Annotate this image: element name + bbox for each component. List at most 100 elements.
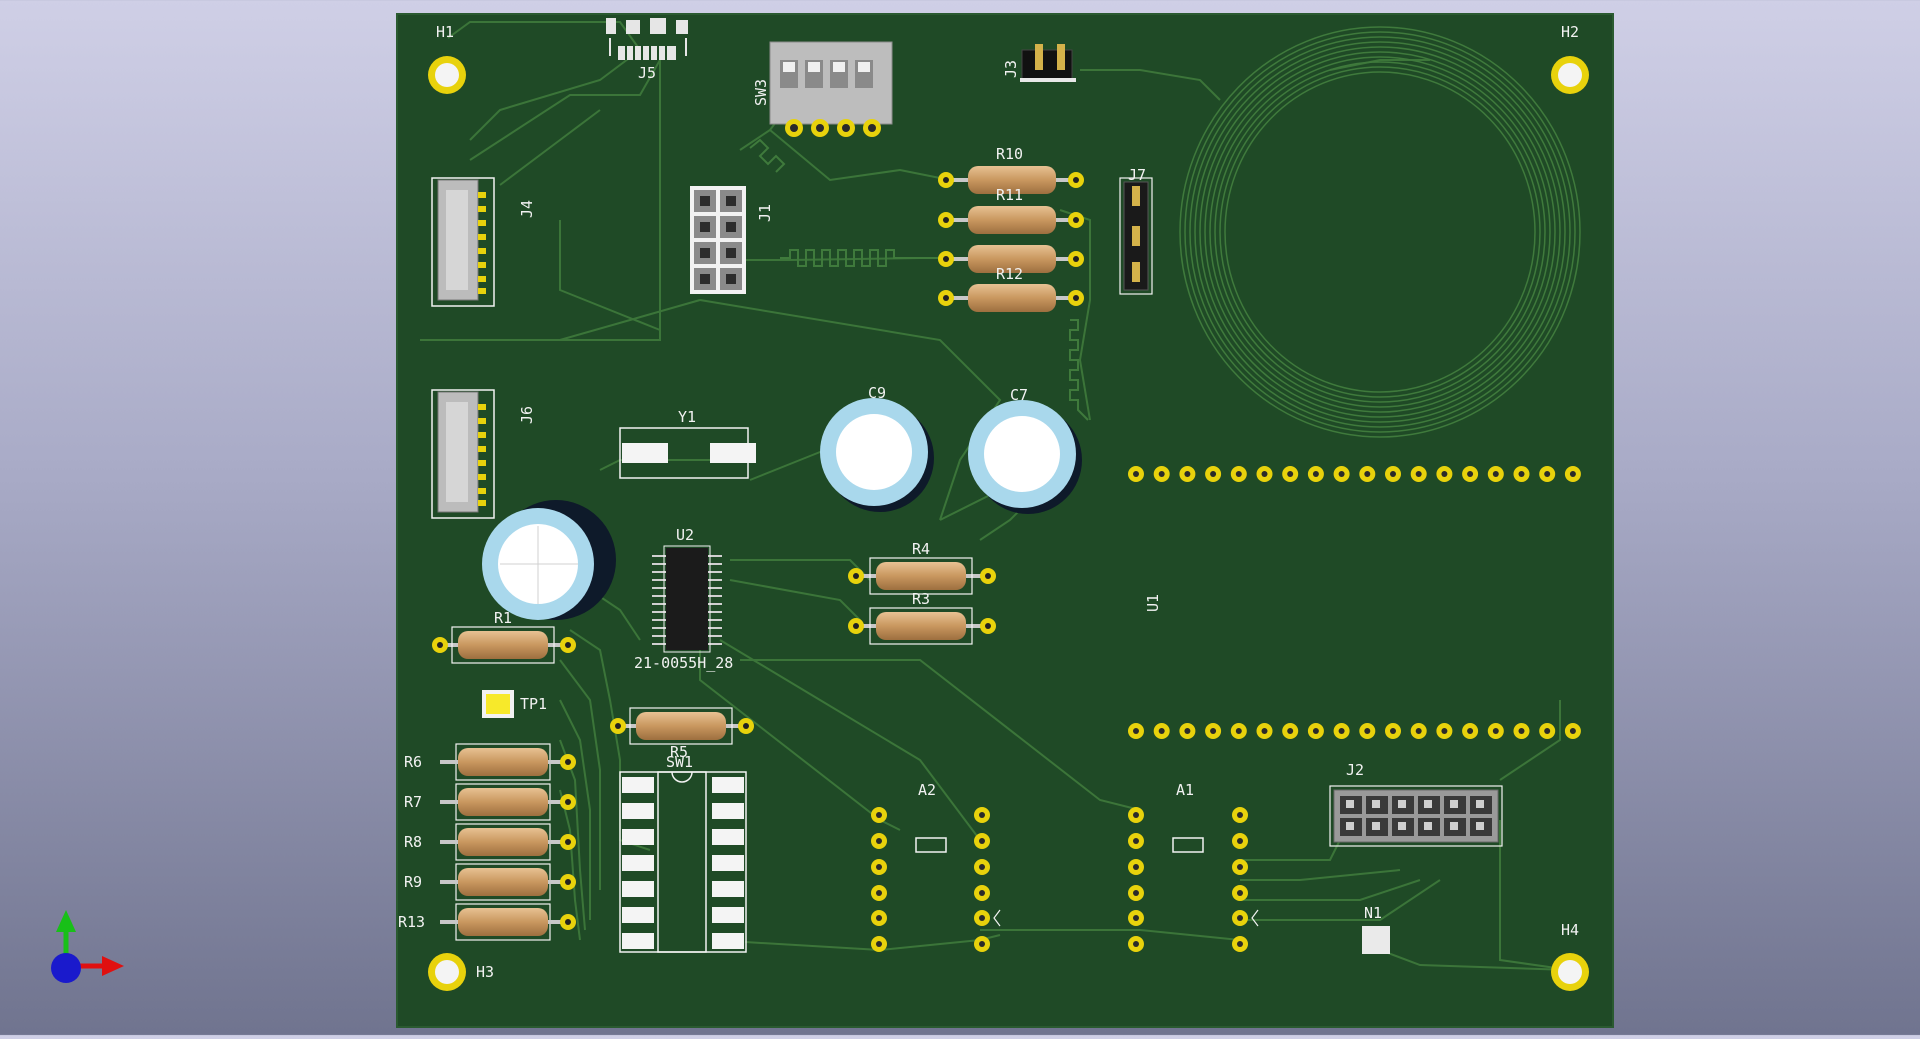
u1-pad-hole: [1390, 728, 1396, 734]
u1-pad-hole: [1287, 471, 1294, 477]
label-u2-value: 21-0055H_28: [634, 654, 733, 672]
resistor-r1: [432, 626, 576, 664]
label-r8: R8: [404, 833, 422, 851]
label-j5: J5: [638, 64, 656, 82]
label-r4: R4: [912, 540, 930, 558]
test-point-tp1: [482, 690, 514, 718]
u1-pad-hole: [1210, 471, 1217, 477]
capacitor-large: [482, 500, 616, 620]
resistor-r10: [938, 166, 1084, 194]
label-sw3: SW3: [752, 79, 770, 106]
u1-pad-hole: [1210, 728, 1217, 734]
resistor-r4: [848, 557, 996, 595]
label-j1: J1: [756, 204, 774, 222]
label-u2: U2: [676, 526, 694, 544]
u1-pad-hole: [1312, 728, 1319, 734]
label-c9: C9: [868, 384, 886, 402]
u1-pad-hole: [1261, 471, 1268, 477]
label-y1: Y1: [678, 408, 696, 426]
label-u1: U1: [1144, 594, 1162, 612]
connector-j4: [431, 177, 495, 307]
label-j4: J4: [518, 200, 536, 218]
label-r13: R13: [398, 913, 425, 931]
u1-pad-hole: [1492, 471, 1499, 477]
u1-pad-hole: [1364, 728, 1371, 734]
u1-pad-hole: [1441, 471, 1448, 477]
label-j3: J3: [1002, 60, 1020, 78]
u1-pad-hole: [1569, 728, 1576, 734]
u1-pad-hole: [1184, 728, 1191, 734]
resistor-r12: [938, 245, 1084, 273]
coil-antenna: [1179, 26, 1581, 438]
label-r7: R7: [404, 793, 422, 811]
u1-pad-hole: [1312, 471, 1319, 477]
mounting-hole-h3: [428, 953, 466, 991]
u1-pad-hole: [1569, 471, 1576, 477]
label-a1: A1: [1176, 781, 1194, 799]
pad-n1: [1362, 926, 1390, 954]
label-r11: R11: [996, 186, 1023, 204]
label-j7: J7: [1128, 166, 1146, 184]
resistor-r5: [610, 707, 754, 745]
u1-pad-hole: [1158, 471, 1165, 477]
dip-switch-sw3: [769, 41, 893, 137]
label-h2: H2: [1561, 23, 1579, 41]
module-a1: [1128, 807, 1259, 952]
u1-pad-hole: [1518, 471, 1525, 477]
pin-header-j2: [1329, 785, 1503, 847]
u1-pad-hole: [1415, 471, 1422, 477]
u1-pad-hole: [1390, 471, 1396, 477]
label-r1: R1: [494, 609, 512, 627]
u1-pad-hole: [1338, 471, 1345, 477]
module-u1-pads: [1128, 466, 1581, 739]
label-r12: R12: [996, 265, 1023, 283]
label-r9: R9: [404, 873, 422, 891]
meander-trace-3: [749, 138, 786, 173]
mounting-hole-h1: [428, 56, 466, 94]
u1-pad-hole: [1158, 728, 1165, 734]
resistor-r12b: [938, 284, 1084, 312]
resistor-r11: [938, 206, 1084, 234]
u1-pad-hole: [1364, 471, 1371, 477]
dip-switch-sw1: [619, 771, 747, 953]
label-a2: A2: [918, 781, 936, 799]
pin-header-j7: [1119, 177, 1153, 295]
u1-pad-hole: [1467, 471, 1474, 477]
pin-header-j1: [690, 186, 746, 294]
label-r6: R6: [404, 753, 422, 771]
u1-pad-hole: [1235, 728, 1242, 734]
label-h4: H4: [1561, 921, 1579, 939]
resistor-r7: [440, 783, 576, 821]
module-a2: [871, 807, 1001, 952]
pin-header-j3: [1020, 44, 1076, 82]
u1-pad-hole: [1133, 471, 1139, 477]
label-sw1: SW1: [666, 753, 693, 771]
u1-pad-hole: [1133, 728, 1139, 734]
ic-u2: [652, 545, 722, 653]
u1-pad-hole: [1287, 728, 1294, 734]
meander-trace-2: [1069, 319, 1089, 421]
label-j2: J2: [1346, 761, 1364, 779]
u1-pad-hole: [1467, 728, 1474, 734]
label-h3: H3: [476, 963, 494, 981]
resistor-r8: [440, 823, 576, 861]
label-r5: R5: [670, 743, 688, 761]
usb-connector-j5: [606, 18, 688, 60]
label-tp1: TP1: [520, 695, 547, 713]
u1-pad-hole: [1415, 728, 1422, 734]
label-h1: H1: [436, 23, 454, 41]
u1-pad-hole: [1544, 471, 1551, 477]
axis-gizmo: [51, 910, 124, 983]
label-r10: R10: [996, 145, 1023, 163]
label-j6: J6: [518, 406, 536, 424]
resistor-r13: [440, 903, 576, 941]
crystal-y1: [619, 427, 756, 479]
label-n1: N1: [1364, 904, 1382, 922]
u1-pad-hole: [1184, 471, 1191, 477]
resistor-r6: [440, 743, 576, 781]
label-c7: C7: [1010, 386, 1028, 404]
u1-pad-hole: [1544, 728, 1551, 734]
resistor-r9: [440, 863, 576, 901]
connector-j6: [431, 389, 495, 519]
